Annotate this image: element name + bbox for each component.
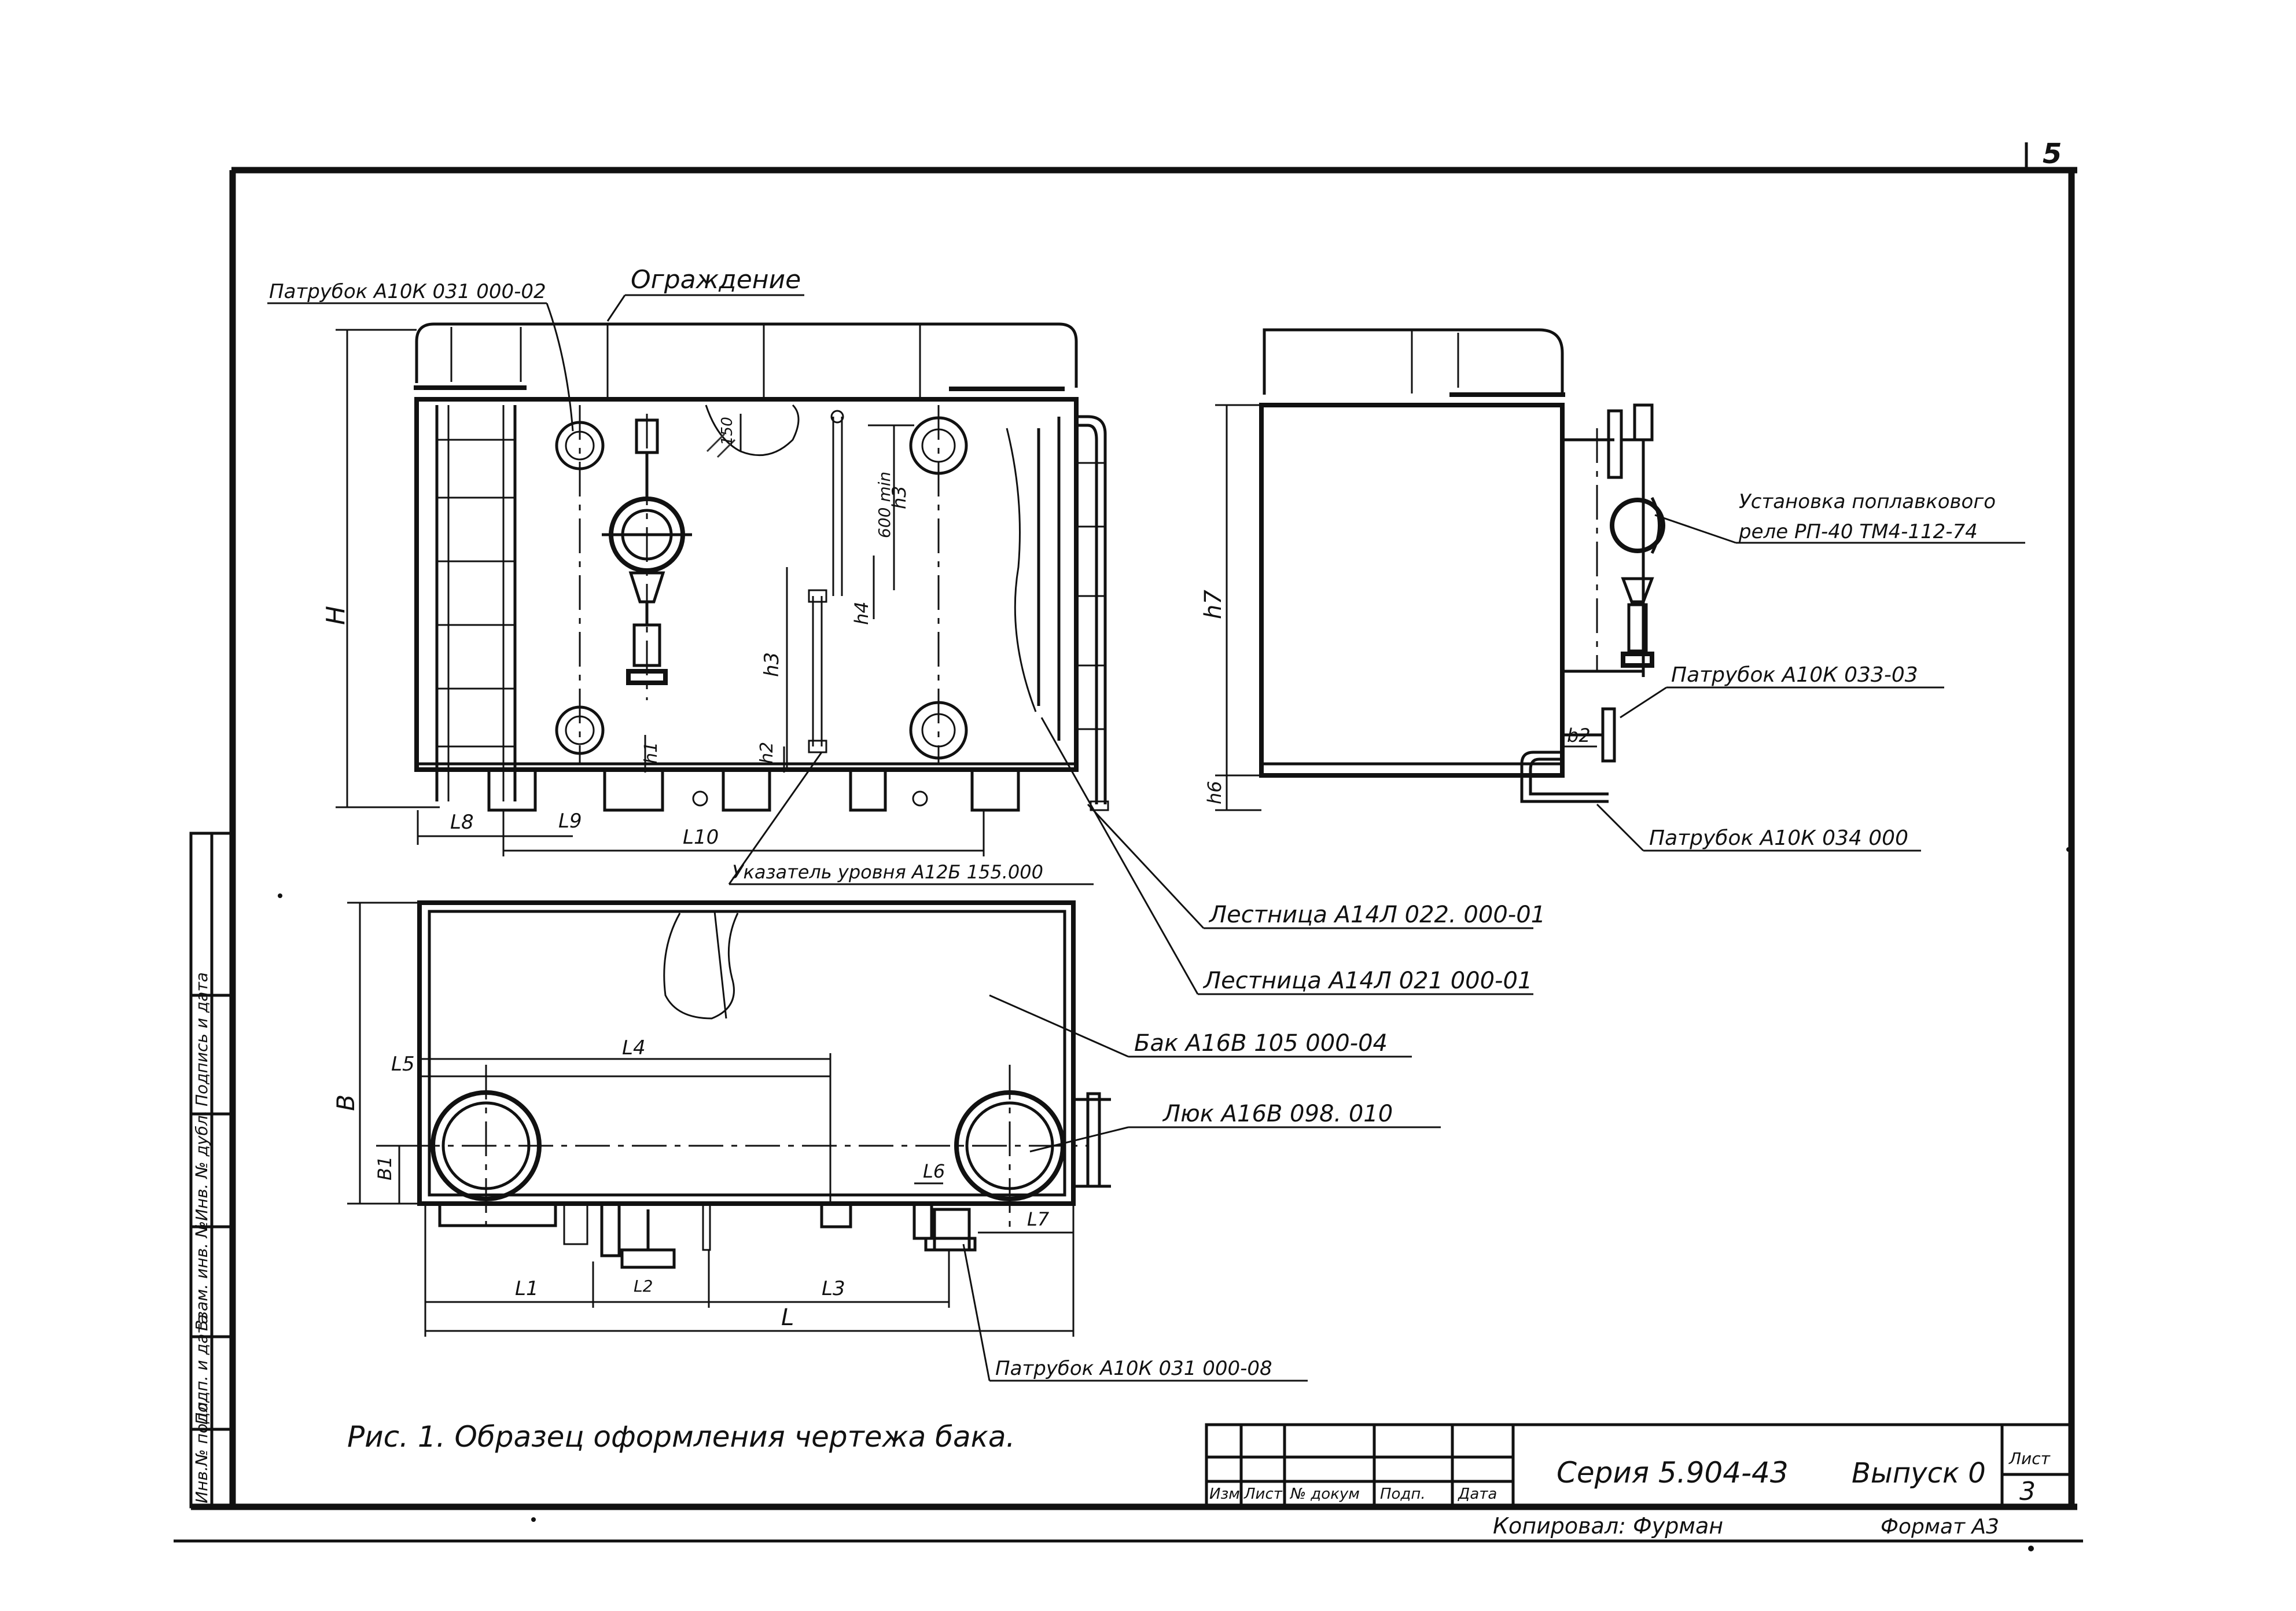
- label-ograzhdenie: Ограждение: [631, 265, 801, 295]
- dim-b2: b2: [1567, 724, 1591, 746]
- stamp-inv-podl: Инв.№ подл.: [192, 1397, 211, 1503]
- dim-h5: 150: [719, 417, 736, 446]
- figure-caption: Рис. 1. Образец оформления чертежа бака.: [347, 1420, 1015, 1454]
- tb-series: Серия 5.904-43: [1557, 1456, 1789, 1489]
- dim-L10: L10: [683, 826, 719, 849]
- dim-L8: L8: [450, 811, 474, 834]
- label-ukazatel: Указатель уровня А12Б 155.000: [732, 861, 1043, 883]
- dim-h3: h3: [760, 652, 783, 677]
- label-lestnica-2: Лестница А14Л 021 000-01: [1202, 968, 1532, 994]
- side-view: [1259, 328, 1665, 803]
- dim-h4: h4: [851, 601, 873, 625]
- dim-B1: B1: [374, 1156, 396, 1180]
- front-dimensions: [336, 329, 985, 856]
- dim-600min: 600 min: [875, 472, 894, 538]
- dim-B: B: [332, 1094, 360, 1111]
- label-lyuk: Люк А16В 098. 010: [1162, 1101, 1393, 1127]
- dim-h1: h1: [641, 742, 661, 764]
- tb-sheet-label: Лист: [2008, 1449, 2051, 1468]
- label-patrubok-034: Патрубок А10К 034 000: [1649, 826, 1908, 850]
- side-dimensions: [1215, 404, 1597, 811]
- tb-vypusk: Выпуск 0: [1852, 1457, 1986, 1489]
- label-bak: Бак А16В 105 000-04: [1134, 1030, 1388, 1057]
- tb-kopiroval: Копировал: Фурман: [1493, 1513, 1723, 1539]
- title-block: [1205, 1423, 2073, 1509]
- tb-header-list: Лист: [1243, 1485, 1283, 1503]
- dim-H: H: [321, 606, 351, 625]
- dim-L6: L6: [923, 1160, 945, 1182]
- tb-sheet-num: 3: [2019, 1477, 2036, 1506]
- leaders: [267, 294, 2025, 1382]
- plan-view: [405, 900, 1111, 1269]
- dim-h7: h7: [1200, 590, 1227, 619]
- tb-format: Формат А3: [1881, 1515, 1999, 1539]
- label-ustanovka-2: реле РП-40 ТМ4-112-74: [1738, 520, 1978, 543]
- dim-L4: L4: [622, 1036, 646, 1060]
- page-number: 5: [2043, 138, 2062, 170]
- dim-L: L: [781, 1304, 794, 1331]
- stamp-vzam-inv: Взам. инв. №: [192, 1221, 211, 1331]
- tb-header-data: Дата: [1458, 1485, 1497, 1503]
- stamp-inv-dubl: Инв. № дубл.: [192, 1110, 211, 1221]
- dim-L3: L3: [822, 1277, 845, 1300]
- dim-h3-top: h3: [888, 485, 910, 509]
- label-patrubok-bottom: Патрубок А10К 031 000-08: [995, 1357, 1272, 1380]
- front-view: [414, 322, 1109, 812]
- dim-h6: h6: [1204, 781, 1226, 804]
- dim-L2: L2: [634, 1277, 653, 1296]
- label-patrubok-033: Патрубок А10К 033-03: [1671, 663, 1918, 687]
- label-ustanovka-1: Установка поплавкового: [1739, 490, 1996, 513]
- label-lestnica-1: Лестница А14Л 022. 000-01: [1208, 902, 1546, 928]
- dim-h2: h2: [757, 742, 777, 764]
- stamp-podpis-data: Подпись и дата: [192, 972, 211, 1106]
- tb-header-izm: Изм: [1209, 1485, 1240, 1503]
- left-stamp: [189, 832, 234, 1509]
- label-patrubok-top: Патрубок А10К 031 000-02: [269, 280, 546, 303]
- tb-header-dokum: № докум: [1289, 1485, 1360, 1503]
- tb-header-podp: Подп.: [1380, 1485, 1426, 1503]
- dim-L1: L1: [515, 1277, 539, 1300]
- plan-dimensions: [347, 902, 1075, 1337]
- dim-L9: L9: [558, 810, 582, 833]
- dim-L5: L5: [391, 1053, 415, 1076]
- stamp-podp-data: Подп. и дата: [192, 1314, 211, 1425]
- dim-L7: L7: [1027, 1208, 1050, 1230]
